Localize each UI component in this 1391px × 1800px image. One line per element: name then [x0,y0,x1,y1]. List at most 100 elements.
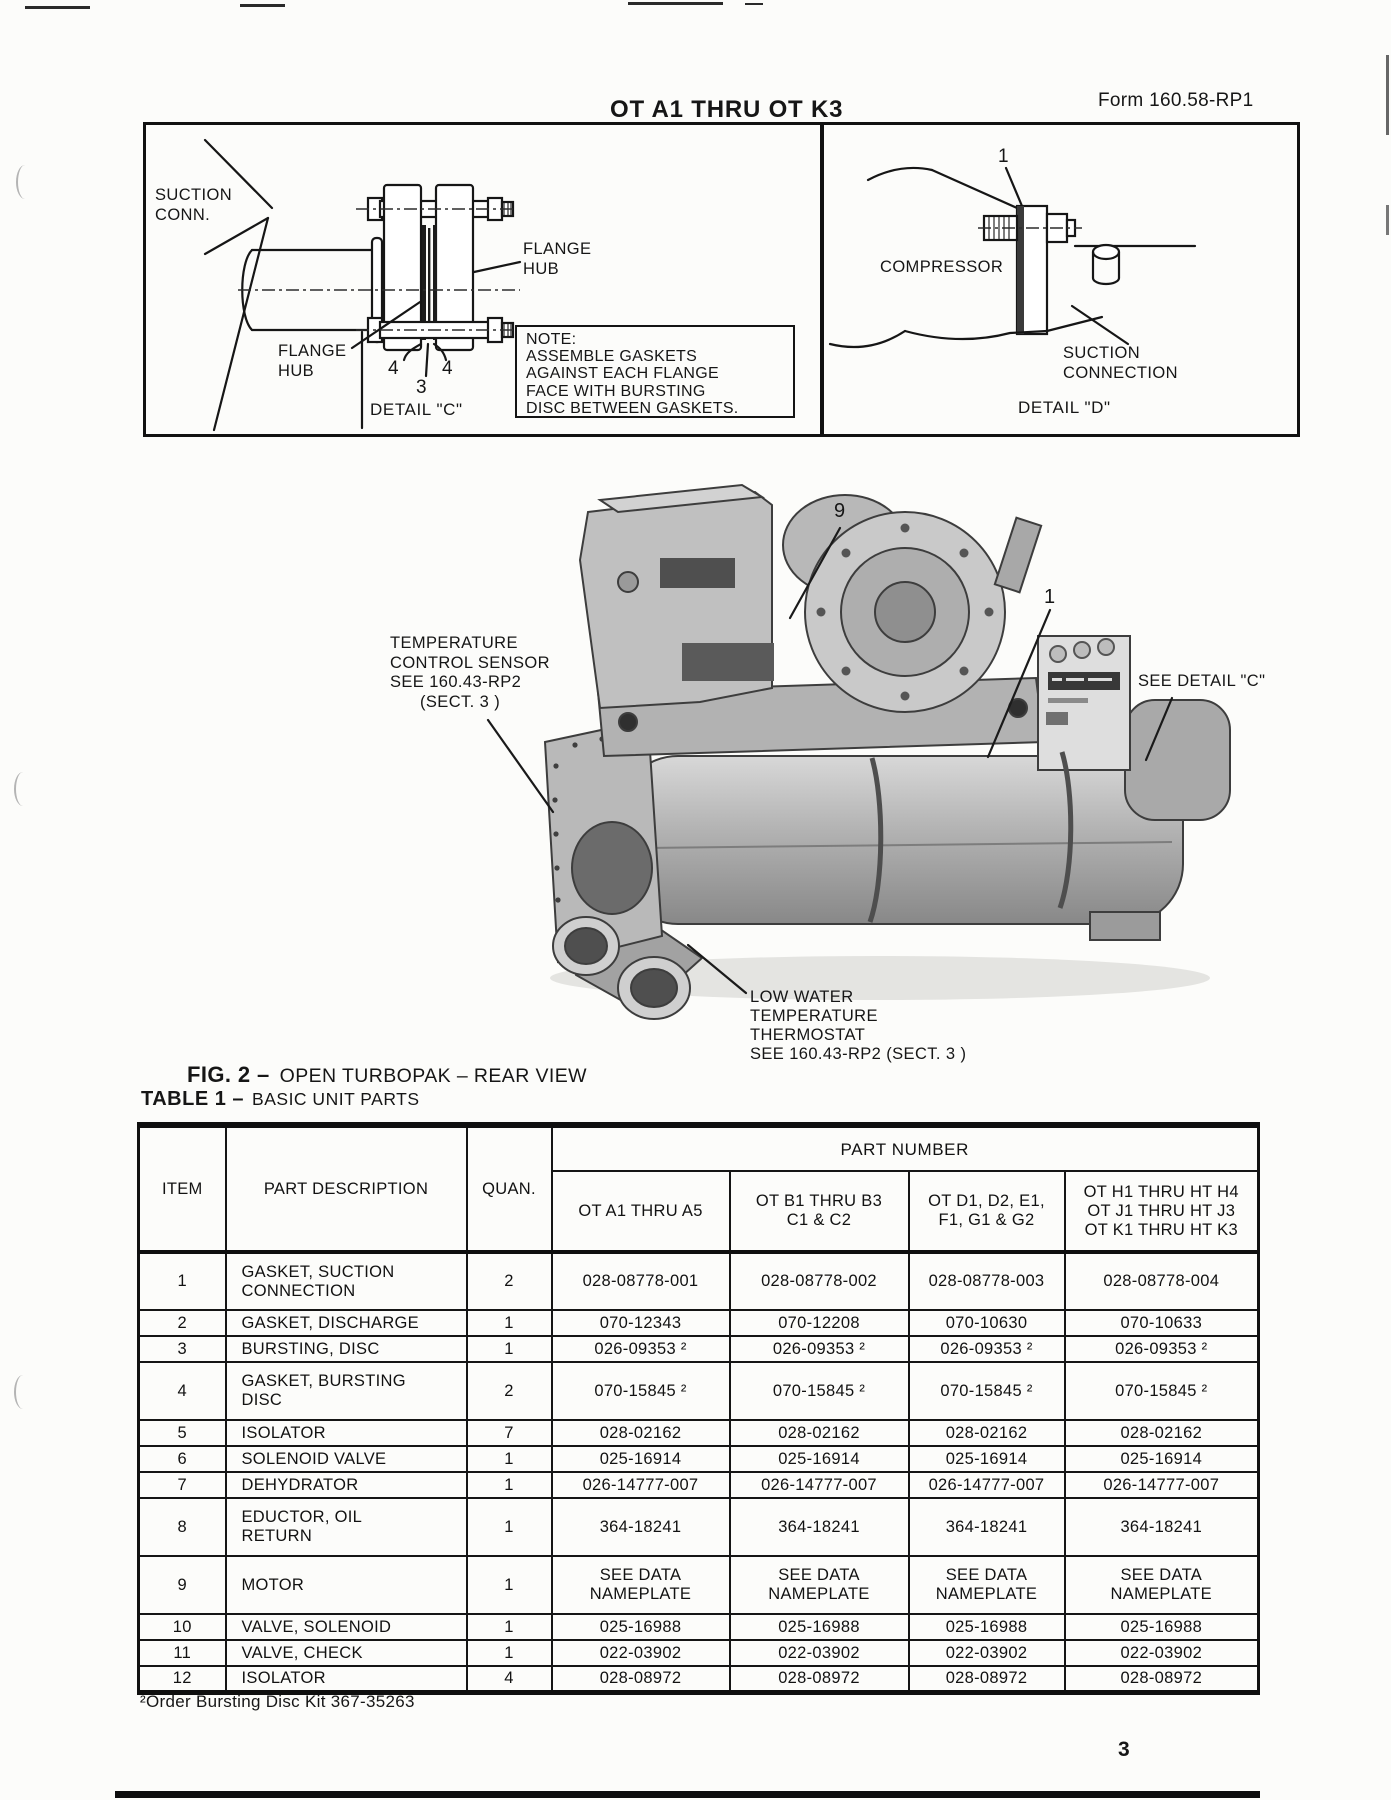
label-line: FLANGE [523,240,592,258]
label-line: CONTROL SENSOR [390,653,550,672]
label-line: TEMPERATURE [390,634,518,652]
detail-c-drawing [203,138,522,432]
cell-item: 10 [137,1613,227,1641]
cell-d: SEE DATA NAMEPLATE [907,1555,1066,1615]
note-box: NOTE: ASSEMBLE GASKETS AGAINST EACH FLAN… [515,325,795,418]
cell-b: 022-03902 [728,1639,910,1667]
suction-connection-label: SUCTION CONNECTION [1063,344,1178,383]
cell-h: 028-08972 [1063,1665,1260,1695]
cell-item: 6 [137,1445,227,1473]
cell-a: 025-16914 [550,1445,731,1473]
cell-a: 028-08972 [550,1665,731,1695]
cell-b: 070-15845 ² [728,1361,910,1421]
cell-quan: 1 [465,1335,553,1363]
header-col-a: OT A1 THRU A5 [550,1170,731,1253]
label-line: FLANGE [278,342,347,360]
note-line: AGAINST EACH FLANGE [526,365,720,383]
header-line: OT B1 THRU B3 [755,1192,883,1210]
cell-quan: 2 [465,1361,553,1421]
turbopak-photo [486,483,1231,1020]
form-number: Form 160.58-RP1 [1098,90,1254,111]
cell-item: 3 [137,1335,227,1363]
cell-h: 028-08778-004 [1063,1250,1260,1311]
cell-item: 11 [137,1639,227,1667]
bottom-scan-bar [115,1791,1260,1798]
scan-mark [240,4,285,7]
cell-b: 026-09353 ² [728,1335,910,1363]
cell-a: 026-14777-007 [550,1471,731,1499]
cell-d: 364-18241 [907,1497,1066,1557]
cell-item: 5 [137,1419,227,1447]
cell-desc: GASKET, BURSTING DISC [224,1361,468,1421]
header-col-h: OT H1 THRU HT H4 OT J1 THRU HT J3 OT K1 … [1063,1170,1260,1253]
cell-b: 028-08972 [728,1665,910,1695]
cell-desc: EDUCTOR, OIL RETURN [224,1497,468,1557]
header-line: OT K1 THRU HT K3 [1084,1220,1238,1239]
table-header-row: ITEM PART DESCRIPTION QUAN. PART NUMBER [137,1122,1260,1253]
scan-mark [1386,205,1389,235]
scan-mark [628,2,723,5]
cell-desc: DEHYDRATOR [224,1471,468,1499]
detail-d-caption: DETAIL "D" [1018,398,1111,417]
cell-quan: 4 [465,1665,553,1695]
label-line: (SECT. 3 ) [420,692,501,711]
suction-conn-label: SUCTION CONN. [155,186,232,225]
header-line: OT J1 THRU HT J3 [1087,1201,1236,1220]
header-item: ITEM [137,1122,227,1253]
cell-desc: GASKET, SUCTION CONNECTION [224,1250,468,1311]
cell-item: 2 [137,1309,227,1337]
cell-item: 12 [137,1665,227,1695]
cell-d: 070-15845 ² [907,1361,1066,1421]
label-line: CONNECTION [1063,363,1178,382]
cell-b: SEE DATA NAMEPLATE [728,1555,910,1615]
header-line: OT H1 THRU HT H4 [1083,1182,1239,1201]
cell-desc: BURSTING, DISC [224,1335,468,1363]
scan-mark [16,165,34,199]
cell-d: 026-09353 ² [907,1335,1066,1363]
cell-d: 026-14777-007 [907,1471,1066,1499]
header-line: C1 & C2 [786,1211,852,1229]
cell-desc: MOTOR [224,1555,468,1615]
cell-h: 025-16988 [1063,1613,1260,1641]
table-title-text: BASIC UNIT PARTS [252,1089,420,1109]
flange-hub-lower-label: FLANGE HUB [278,342,346,381]
cell-a: 028-08778-001 [550,1250,731,1311]
detail-drawings-box [143,122,1300,437]
cell-h: 028-02162 [1063,1419,1260,1447]
cell-d: 022-03902 [907,1639,1066,1667]
cell-item: 8 [137,1497,227,1557]
header-part-number: PART NUMBER [550,1122,1260,1172]
cell-quan: 1 [465,1471,553,1499]
cell-h: 070-10633 [1063,1309,1260,1337]
header-line: OT D1, D2, E1, [928,1192,1045,1210]
callout-3: 3 [416,377,428,398]
cell-item: 9 [137,1555,227,1615]
cell-h: 026-14777-007 [1063,1471,1260,1499]
header-quan: QUAN. [465,1122,553,1253]
cell-item: 1 [137,1250,227,1311]
cell-b: 025-16914 [728,1445,910,1473]
cell-desc: ISOLATOR [224,1665,468,1695]
cell-b: 364-18241 [728,1497,910,1557]
cell-quan: 1 [465,1497,553,1557]
header-description: PART DESCRIPTION [224,1122,468,1253]
page-number: 3 [1118,1738,1130,1761]
cell-d: 028-02162 [907,1419,1066,1447]
cell-d: 025-16988 [907,1613,1066,1641]
label-line: TEMPERATURE [750,1007,878,1025]
cell-quan: 1 [465,1639,553,1667]
cell-item: 7 [137,1471,227,1499]
page-title: OT A1 THRU OT K3 [610,96,844,123]
cell-b: 028-08778-002 [728,1250,910,1311]
cell-h: 364-18241 [1063,1497,1260,1557]
header-col-b: OT B1 THRU B3 C1 & C2 [728,1170,910,1253]
label-line: SEE 160.43-RP2 [390,673,522,691]
cell-a: 364-18241 [550,1497,731,1557]
table-footnote: ²Order Bursting Disc Kit 367-35263 [140,1692,415,1711]
temp-sensor-label: TEMPERATURE CONTROL SENSOR SEE 160.43-RP… [390,634,550,712]
cell-quan: 1 [465,1309,553,1337]
